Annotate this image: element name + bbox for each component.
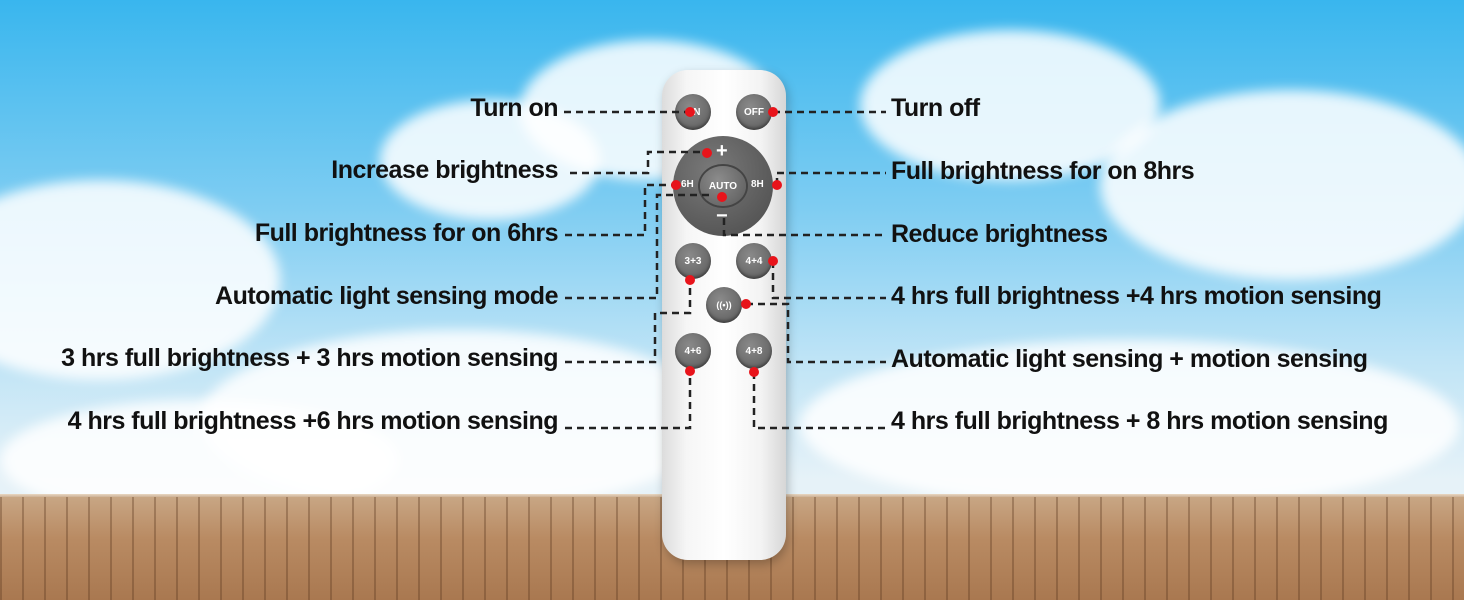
cloud <box>0 180 280 380</box>
four-plus-four-button[interactable]: 4+4 <box>736 243 772 279</box>
cloud <box>800 340 1460 510</box>
leader-line-eight-hrs <box>775 171 886 185</box>
label-turn-off: Turn off <box>891 94 980 122</box>
cloud <box>1100 90 1464 280</box>
eight-hour-button[interactable]: 8H <box>751 179 764 190</box>
leader-line-reduce <box>722 218 886 237</box>
four-plus-eight-button[interactable]: 4+8 <box>736 333 772 369</box>
label-four-eight: 4 hrs full brightness + 8 hrs motion sen… <box>891 407 1388 435</box>
label-four-six: 4 hrs full brightness +6 hrs motion sens… <box>67 407 559 435</box>
leader-line-three-three <box>565 279 692 364</box>
label-auto-motion: Automatic light sensing + motion sensing <box>891 345 1368 373</box>
leader-line-increase <box>570 150 706 175</box>
leader-line-auto-motion <box>746 302 886 364</box>
label-turn-on: Turn on <box>470 94 558 122</box>
cloud <box>380 100 600 220</box>
marker-dot <box>717 192 727 202</box>
leader-line-four-six <box>565 371 692 430</box>
reduce-brightness-button[interactable]: − <box>716 205 728 227</box>
label-reduce-brightness: Reduce brightness <box>891 220 1108 248</box>
marker-dot <box>702 148 712 158</box>
label-three-three: 3 hrs full brightness + 3 hrs motion sen… <box>61 344 558 372</box>
label-eight-hrs: Full brightness for on 8hrs <box>891 157 1195 185</box>
marker-dot <box>685 366 695 376</box>
motion-sensor-button[interactable]: ((•)) <box>706 287 742 323</box>
leader-line-six-hrs <box>565 183 676 237</box>
label-six-hrs: Full brightness for on 6hrs <box>254 219 559 247</box>
four-plus-six-button[interactable]: 4+6 <box>675 333 711 369</box>
leader-line-four-four <box>771 261 886 300</box>
marker-dot <box>768 256 778 266</box>
marker-dot <box>741 299 751 309</box>
marker-dot <box>685 275 695 285</box>
label-auto-light: Automatic light sensing mode <box>215 282 558 310</box>
marker-dot <box>749 367 759 377</box>
marker-dot <box>685 107 695 117</box>
increase-brightness-button[interactable]: + <box>716 140 728 162</box>
marker-dot <box>772 180 782 190</box>
three-plus-three-button[interactable]: 3+3 <box>675 243 711 279</box>
marker-dot <box>768 107 778 117</box>
off-button[interactable]: OFF <box>736 94 772 130</box>
leader-line-auto-light <box>565 193 711 300</box>
label-four-four: 4 hrs full brightness +4 hrs motion sens… <box>891 282 1382 310</box>
marker-dot <box>671 180 681 190</box>
label-increase-brightness: Increase brightness <box>331 156 558 184</box>
six-hour-button[interactable]: 6H <box>681 179 694 190</box>
leader-line-four-eight <box>752 372 886 430</box>
